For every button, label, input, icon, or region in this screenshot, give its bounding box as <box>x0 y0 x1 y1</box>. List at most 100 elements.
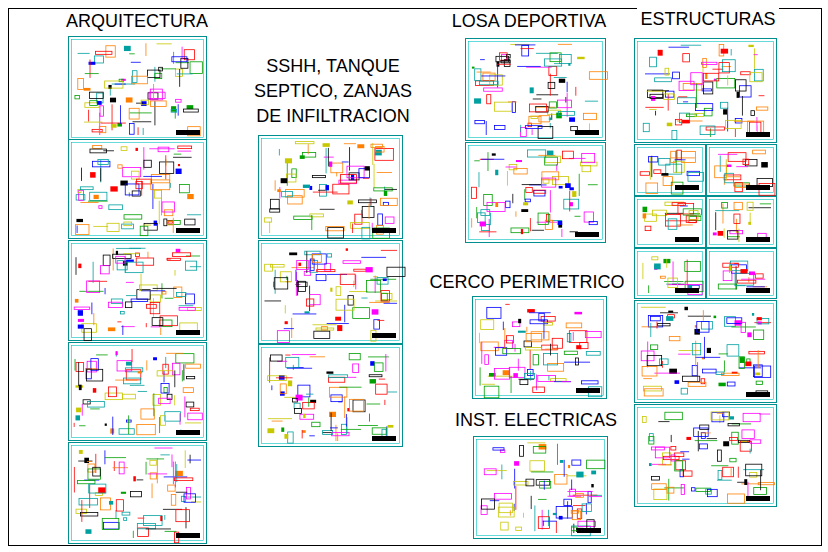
detail-fill <box>565 183 571 188</box>
detail-fill <box>521 209 528 212</box>
detail-mark <box>178 146 192 149</box>
detail-line <box>482 384 495 385</box>
detail-line <box>504 328 505 349</box>
detail-mark <box>270 199 279 208</box>
detail-fill <box>176 169 182 174</box>
detail-fill <box>675 380 680 384</box>
detail-line <box>501 465 502 480</box>
detail-mark <box>545 157 558 165</box>
detail-mark <box>691 488 695 491</box>
detail-line <box>673 261 674 282</box>
section-heading: CERCO PERIMETRICO <box>426 270 627 295</box>
detail-line <box>165 155 166 179</box>
detail-line <box>337 433 338 441</box>
detail-line <box>552 220 562 221</box>
detail-line <box>668 47 689 48</box>
drawing-sheet <box>635 405 777 507</box>
detail-mark <box>158 147 169 152</box>
detail-line <box>384 303 397 304</box>
detail-line <box>735 285 746 286</box>
detail-mark <box>507 336 514 343</box>
detail-line <box>481 75 505 76</box>
detail-line <box>715 210 739 211</box>
detail-line <box>349 147 350 170</box>
detail-mark <box>750 440 761 443</box>
drawing-sheet <box>69 343 207 441</box>
detail-mark <box>541 317 555 322</box>
detail-line <box>80 202 98 203</box>
detail-line <box>275 270 276 294</box>
detail-fill <box>160 516 162 521</box>
detail-line <box>554 381 571 382</box>
detail-fill <box>530 87 534 93</box>
detail-line <box>385 354 386 371</box>
detail-mark <box>265 264 273 271</box>
section-heading: ARQUITECTURA <box>63 9 211 34</box>
detail-line <box>328 148 329 167</box>
detail-mark <box>688 382 706 386</box>
detail-mark <box>549 102 556 108</box>
detail-mark <box>116 500 123 511</box>
detail-mark <box>703 59 707 68</box>
detail-line <box>474 160 479 161</box>
sheet-border <box>474 437 608 539</box>
detail-line <box>741 441 747 442</box>
detail-line <box>534 505 535 531</box>
detail-mark <box>728 494 745 503</box>
detail-mark <box>118 165 122 168</box>
detail-line <box>385 189 397 190</box>
heading-text: CERCO PERIMETRICO <box>429 270 624 295</box>
detail-line <box>696 84 697 108</box>
detail-mark <box>751 111 755 116</box>
detail-mark <box>741 72 750 75</box>
title-block <box>675 288 699 293</box>
detail-fill <box>755 373 761 376</box>
detail-line <box>695 440 718 441</box>
detail-fill <box>105 423 107 425</box>
title-block <box>675 237 699 242</box>
detail-line <box>153 84 154 99</box>
sheet-border <box>69 343 207 441</box>
detail-line <box>115 380 137 381</box>
detail-fill <box>78 319 84 322</box>
detail-mark <box>500 53 508 60</box>
detail-fill <box>649 463 652 466</box>
detail-mark <box>186 364 201 368</box>
detail-line <box>341 429 361 430</box>
detail-mark <box>676 461 686 470</box>
detail-line <box>126 282 134 283</box>
detail-line <box>588 184 598 185</box>
detail-fill <box>591 471 596 475</box>
detail-mark <box>755 274 763 278</box>
detail-line <box>74 467 75 493</box>
detail-line <box>143 128 144 135</box>
detail-mark <box>564 499 572 505</box>
detail-mark <box>75 96 80 99</box>
detail-line <box>737 482 745 483</box>
detail-mark <box>699 444 707 449</box>
detail-mark <box>98 159 108 164</box>
sheet-inner-border <box>638 304 774 400</box>
detail-line <box>152 483 153 498</box>
detail-fill <box>110 186 117 191</box>
detail-mark <box>172 57 187 62</box>
detail-line <box>517 66 541 67</box>
detail-line <box>718 154 737 155</box>
detail-line <box>760 470 761 490</box>
detail-mark <box>700 126 715 135</box>
detail-line <box>279 149 280 155</box>
detail-line <box>174 270 175 276</box>
sheet-border <box>259 241 403 344</box>
detail-fill <box>558 221 563 225</box>
sheet-inner-border <box>710 148 774 193</box>
detail-mark <box>188 413 203 420</box>
detail-line <box>712 69 723 70</box>
detail-mark <box>129 108 139 119</box>
detail-mark <box>374 363 383 371</box>
detail-mark <box>750 122 761 133</box>
detail-mark <box>702 322 713 330</box>
detail-line <box>318 190 326 191</box>
detail-mark <box>84 329 91 341</box>
detail-mark <box>144 160 151 167</box>
detail-line <box>105 457 126 458</box>
